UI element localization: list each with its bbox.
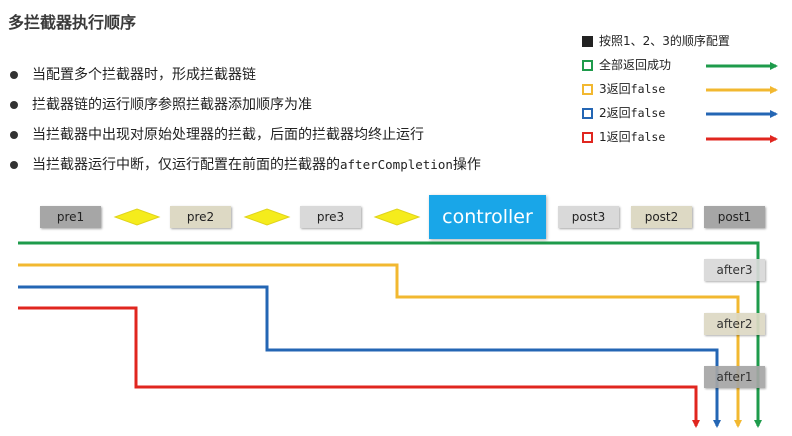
square-outline-icon (582, 108, 593, 119)
node-post1: post1 (704, 206, 765, 228)
legend-label-code: false (630, 130, 666, 144)
bullet-item: 当拦截器运行中断，仅运行配置在前面的拦截器的afterCompletion操作 (10, 150, 481, 180)
node-pre1: pre1 (40, 206, 101, 228)
legend-label: 1返回false (599, 128, 665, 145)
flow-line-3-false (18, 263, 742, 428)
legend-label-text: 2返回 (599, 106, 631, 120)
diamond-connector (243, 208, 291, 226)
legend-label-text: 全部返回成功 (599, 58, 672, 72)
page-title: 多拦截器执行顺序 (8, 13, 137, 32)
node-after2: after2 (704, 313, 765, 335)
legend-label-text: 1返回 (599, 130, 631, 144)
bullet-text: 当拦截器中出现对原始处理器的拦截，后面的拦截器均终止运行 (32, 127, 424, 143)
bullet-item: 当配置多个拦截器时，形成拦截器链 (10, 60, 481, 90)
node-pre3: pre3 (300, 206, 361, 228)
bullet-item: 拦截器链的运行顺序参照拦截器添加顺序为准 (10, 90, 481, 120)
legend-label-code: false (630, 106, 666, 120)
node-post2: post2 (631, 206, 692, 228)
flow-line-1-false (18, 306, 700, 428)
square-outline-icon (582, 60, 593, 71)
legend-label: 全部返回成功 (599, 56, 671, 73)
bullet-code: afterCompletion (340, 157, 453, 172)
node-after3: after3 (704, 259, 765, 281)
bullet-text: 当拦截器运行中断，仅运行配置在前面的拦截器的 (32, 157, 340, 173)
bullet-text: 拦截器链的运行顺序参照拦截器添加顺序为准 (32, 97, 312, 113)
diamond-connector (113, 208, 161, 226)
bullet-text: 当配置多个拦截器时，形成拦截器链 (32, 67, 256, 83)
legend-label: 3返回false (599, 80, 665, 97)
bullet-list: 当配置多个拦截器时，形成拦截器链 拦截器链的运行顺序参照拦截器添加顺序为准 当拦… (10, 60, 481, 180)
legend-label-text: 3返回 (599, 82, 631, 96)
node-post3: post3 (558, 206, 619, 228)
square-outline-icon (582, 132, 593, 143)
flow-line-all-success (18, 241, 762, 428)
square-bullet-icon (582, 36, 593, 47)
node-pre2: pre2 (170, 206, 231, 228)
node-controller: controller (429, 195, 546, 239)
bullet-item: 当拦截器中出现对原始处理器的拦截，后面的拦截器均终止运行 (10, 120, 481, 150)
node-after1: after1 (704, 366, 765, 388)
bullet-tail: 操作 (452, 157, 481, 173)
legend-label-code: false (630, 82, 666, 96)
legend-header-text: 按照1、2、3的顺序配置 (599, 34, 730, 48)
square-outline-icon (582, 84, 593, 95)
legend-label: 2返回false (599, 104, 665, 121)
diamond-connector (373, 208, 421, 226)
